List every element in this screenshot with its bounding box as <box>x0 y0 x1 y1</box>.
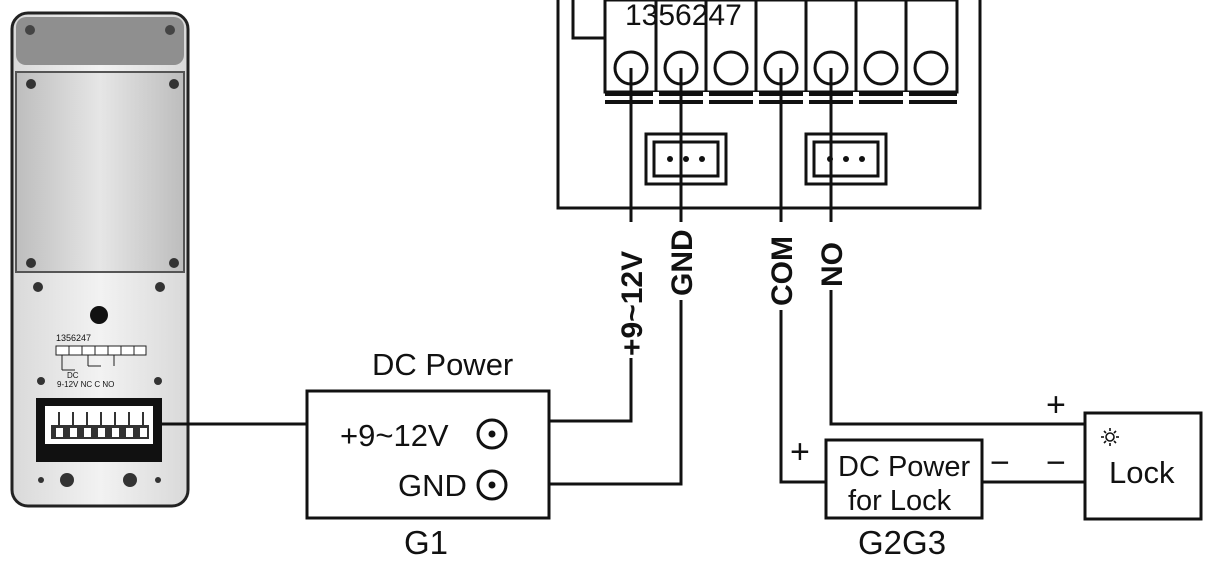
dc-power-positive-label: +9~12V <box>340 418 449 453</box>
reader-terminal-pins <box>56 428 147 437</box>
lock-power-id: G2G3 <box>858 524 946 561</box>
jumper-connector-left <box>644 132 728 186</box>
wire-ground <box>549 300 683 486</box>
light-burst-icon <box>1101 428 1119 446</box>
wire-normally-open <box>829 290 1085 426</box>
terminal-screw-icon <box>713 50 749 86</box>
terminal-board: 1356247 <box>556 0 982 210</box>
terminal-pin-numbers: 1356247 <box>625 0 742 32</box>
screw-icon <box>60 473 74 487</box>
screw-icon <box>33 282 43 292</box>
reader-terminal-labels: 9-12V NC C NO <box>57 380 114 389</box>
screw-icon <box>25 25 35 35</box>
screw-icon <box>155 477 161 483</box>
reader-face-panel <box>15 71 185 273</box>
dc-power-box: DC Power +9~12V GND G1 <box>305 347 551 561</box>
lock-power-plus-sign: + <box>790 433 810 471</box>
wire-label-ground: GND <box>666 229 699 296</box>
lock-box: Lock + − <box>1046 386 1203 521</box>
reader-dc-label: DC <box>67 371 79 380</box>
screw-icon <box>123 473 137 487</box>
wire-label-positive: +9~12V <box>616 251 649 356</box>
reader-mini-terminal <box>55 345 147 371</box>
wire-common <box>779 310 826 484</box>
wire-label-normally-open: NO <box>816 242 849 287</box>
lock-minus-sign: − <box>1046 444 1066 482</box>
lock-power-box: DC Power for Lock + − G2G3 <box>790 433 1010 561</box>
dc-power-ground-label: GND <box>398 468 467 503</box>
wire-label-common: COM <box>766 236 799 306</box>
lock-power-line1: DC Power <box>838 451 970 483</box>
screw-icon <box>165 25 175 35</box>
lock-power-minus-sign: − <box>990 444 1010 482</box>
screw-icon <box>154 377 162 385</box>
reader-device: 1356247 DC 9-12V NC C NO <box>10 11 190 508</box>
screw-icon <box>37 377 45 385</box>
screw-icon <box>169 79 179 89</box>
terminal-screw-icon <box>863 50 899 86</box>
dc-power-id: G1 <box>404 524 448 561</box>
screw-icon <box>169 258 179 268</box>
lock-label: Lock <box>1109 455 1175 490</box>
terminal-screw-icon <box>913 50 949 86</box>
wire-positive <box>549 358 633 423</box>
screw-icon <box>26 79 36 89</box>
screw-icon <box>155 282 165 292</box>
jumper-connector-right <box>804 132 888 186</box>
screw-icon <box>38 477 44 483</box>
sensor-icon <box>90 306 108 324</box>
screw-icon <box>26 258 36 268</box>
reader-pin-numbers: 1356247 <box>56 333 91 343</box>
lock-plus-sign: + <box>1046 386 1066 424</box>
lock-power-line2: for Lock <box>848 485 952 517</box>
dc-power-title: DC Power <box>372 347 513 382</box>
